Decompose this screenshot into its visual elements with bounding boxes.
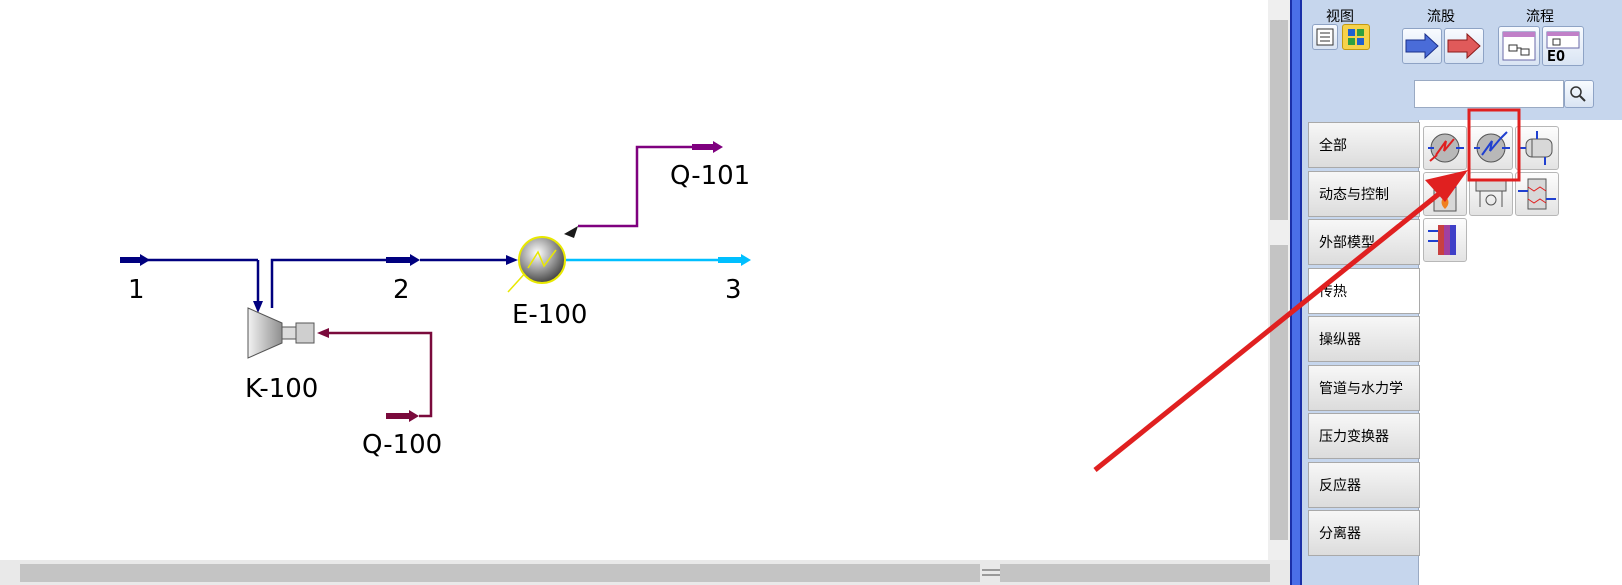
- heater-icon[interactable]: [507, 236, 566, 293]
- eo-flowsheet-icon: [1546, 31, 1580, 49]
- category-tab[interactable]: 操纵器: [1308, 316, 1420, 362]
- horizontal-scroll-thumb[interactable]: [20, 564, 980, 582]
- sub-flowsheet-button[interactable]: [1498, 26, 1540, 66]
- unit-operation-grid: [1418, 120, 1622, 585]
- eo-flowsheet-button[interactable]: EO: [1542, 26, 1584, 66]
- palette-filter-input[interactable]: [1414, 80, 1564, 108]
- icon-view-button[interactable]: [1342, 24, 1370, 50]
- list-view-icon: [1316, 28, 1334, 46]
- split-grip-icon[interactable]: [982, 569, 1000, 576]
- group-title-flowsheet: 流程: [1526, 9, 1554, 25]
- stream-label-2[interactable]: 2: [393, 275, 410, 305]
- unit-label-e100[interactable]: E-100: [512, 300, 588, 330]
- fired-heater-button[interactable]: [1423, 172, 1467, 216]
- icon-view-icon: [1348, 29, 1364, 45]
- heater-button[interactable]: [1469, 126, 1513, 170]
- multi-stream-exchanger-button[interactable]: [1423, 218, 1467, 262]
- category-tab[interactable]: 反应器: [1308, 461, 1420, 508]
- material-stream-arrow-icon: [1405, 32, 1439, 60]
- vertical-scroll-thumb[interactable]: [1270, 20, 1288, 220]
- energy-stream-arrow-icon: [1447, 32, 1481, 60]
- horizontal-scroll-thumb-secondary[interactable]: [1000, 564, 1270, 582]
- shell-tube-exchanger-icon: [1518, 131, 1553, 165]
- list-view-button[interactable]: [1312, 24, 1338, 50]
- stream-label-q100[interactable]: Q-100: [362, 430, 443, 460]
- category-tab[interactable]: 动态与控制: [1308, 170, 1420, 217]
- stream-3[interactable]: [566, 254, 751, 266]
- material-stream-button[interactable]: [1402, 28, 1442, 64]
- group-title-streams: 流股: [1427, 9, 1455, 25]
- vertical-scrollbar[interactable]: [1268, 0, 1290, 560]
- stream-1[interactable]: [120, 254, 263, 313]
- category-tab[interactable]: 传热: [1308, 267, 1420, 314]
- plate-exchanger-button[interactable]: [1515, 172, 1559, 216]
- category-tab[interactable]: 管道与水力学: [1308, 364, 1420, 411]
- stream-q100[interactable]: [317, 328, 433, 422]
- unit-label-k100[interactable]: K-100: [245, 374, 319, 404]
- filter-search-button[interactable]: [1564, 80, 1594, 108]
- category-tab[interactable]: 分离器: [1308, 510, 1420, 556]
- category-tab[interactable]: 全部: [1308, 122, 1420, 168]
- vertical-scroll-thumb-secondary[interactable]: [1270, 245, 1288, 540]
- search-icon: [1570, 86, 1586, 102]
- horizontal-scrollbar[interactable]: [0, 560, 1292, 585]
- cooler-button[interactable]: [1423, 126, 1467, 170]
- flowsheet-canvas[interactable]: 1 2 3 Q-101 Q-100 K-100 E-100: [0, 0, 1292, 585]
- sub-flowsheet-icon: [1502, 31, 1536, 61]
- stream-q101[interactable]: [564, 141, 723, 238]
- fired-heater-icon: [1433, 180, 1457, 212]
- plate-exchanger-icon: [1518, 178, 1556, 210]
- compressor-icon[interactable]: [247, 307, 315, 359]
- stream-label-q101[interactable]: Q-101: [670, 161, 751, 191]
- stream-label-3[interactable]: 3: [725, 275, 742, 305]
- air-cooler-button[interactable]: [1469, 172, 1513, 216]
- eo-button-text: EO: [1547, 47, 1566, 65]
- heat-exchanger-button[interactable]: [1515, 126, 1559, 170]
- lng-exchanger-icon: [1428, 225, 1456, 255]
- pane-splitter[interactable]: [1290, 0, 1302, 585]
- air-cooler-icon: [1475, 180, 1507, 207]
- stream-2[interactable]: [270, 254, 518, 308]
- category-tab[interactable]: 压力变换器: [1308, 413, 1420, 459]
- energy-stream-button[interactable]: [1444, 28, 1484, 64]
- category-tab[interactable]: 外部模型: [1308, 219, 1420, 265]
- stream-label-1[interactable]: 1: [128, 275, 145, 305]
- model-palette: 视图 流股 流程: [1302, 0, 1622, 585]
- cooler-icon: [1428, 133, 1464, 163]
- group-title-view: 视图: [1326, 9, 1354, 25]
- heater-unit-icon: [1474, 131, 1510, 163]
- flowsheet-drawing: [120, 141, 751, 422]
